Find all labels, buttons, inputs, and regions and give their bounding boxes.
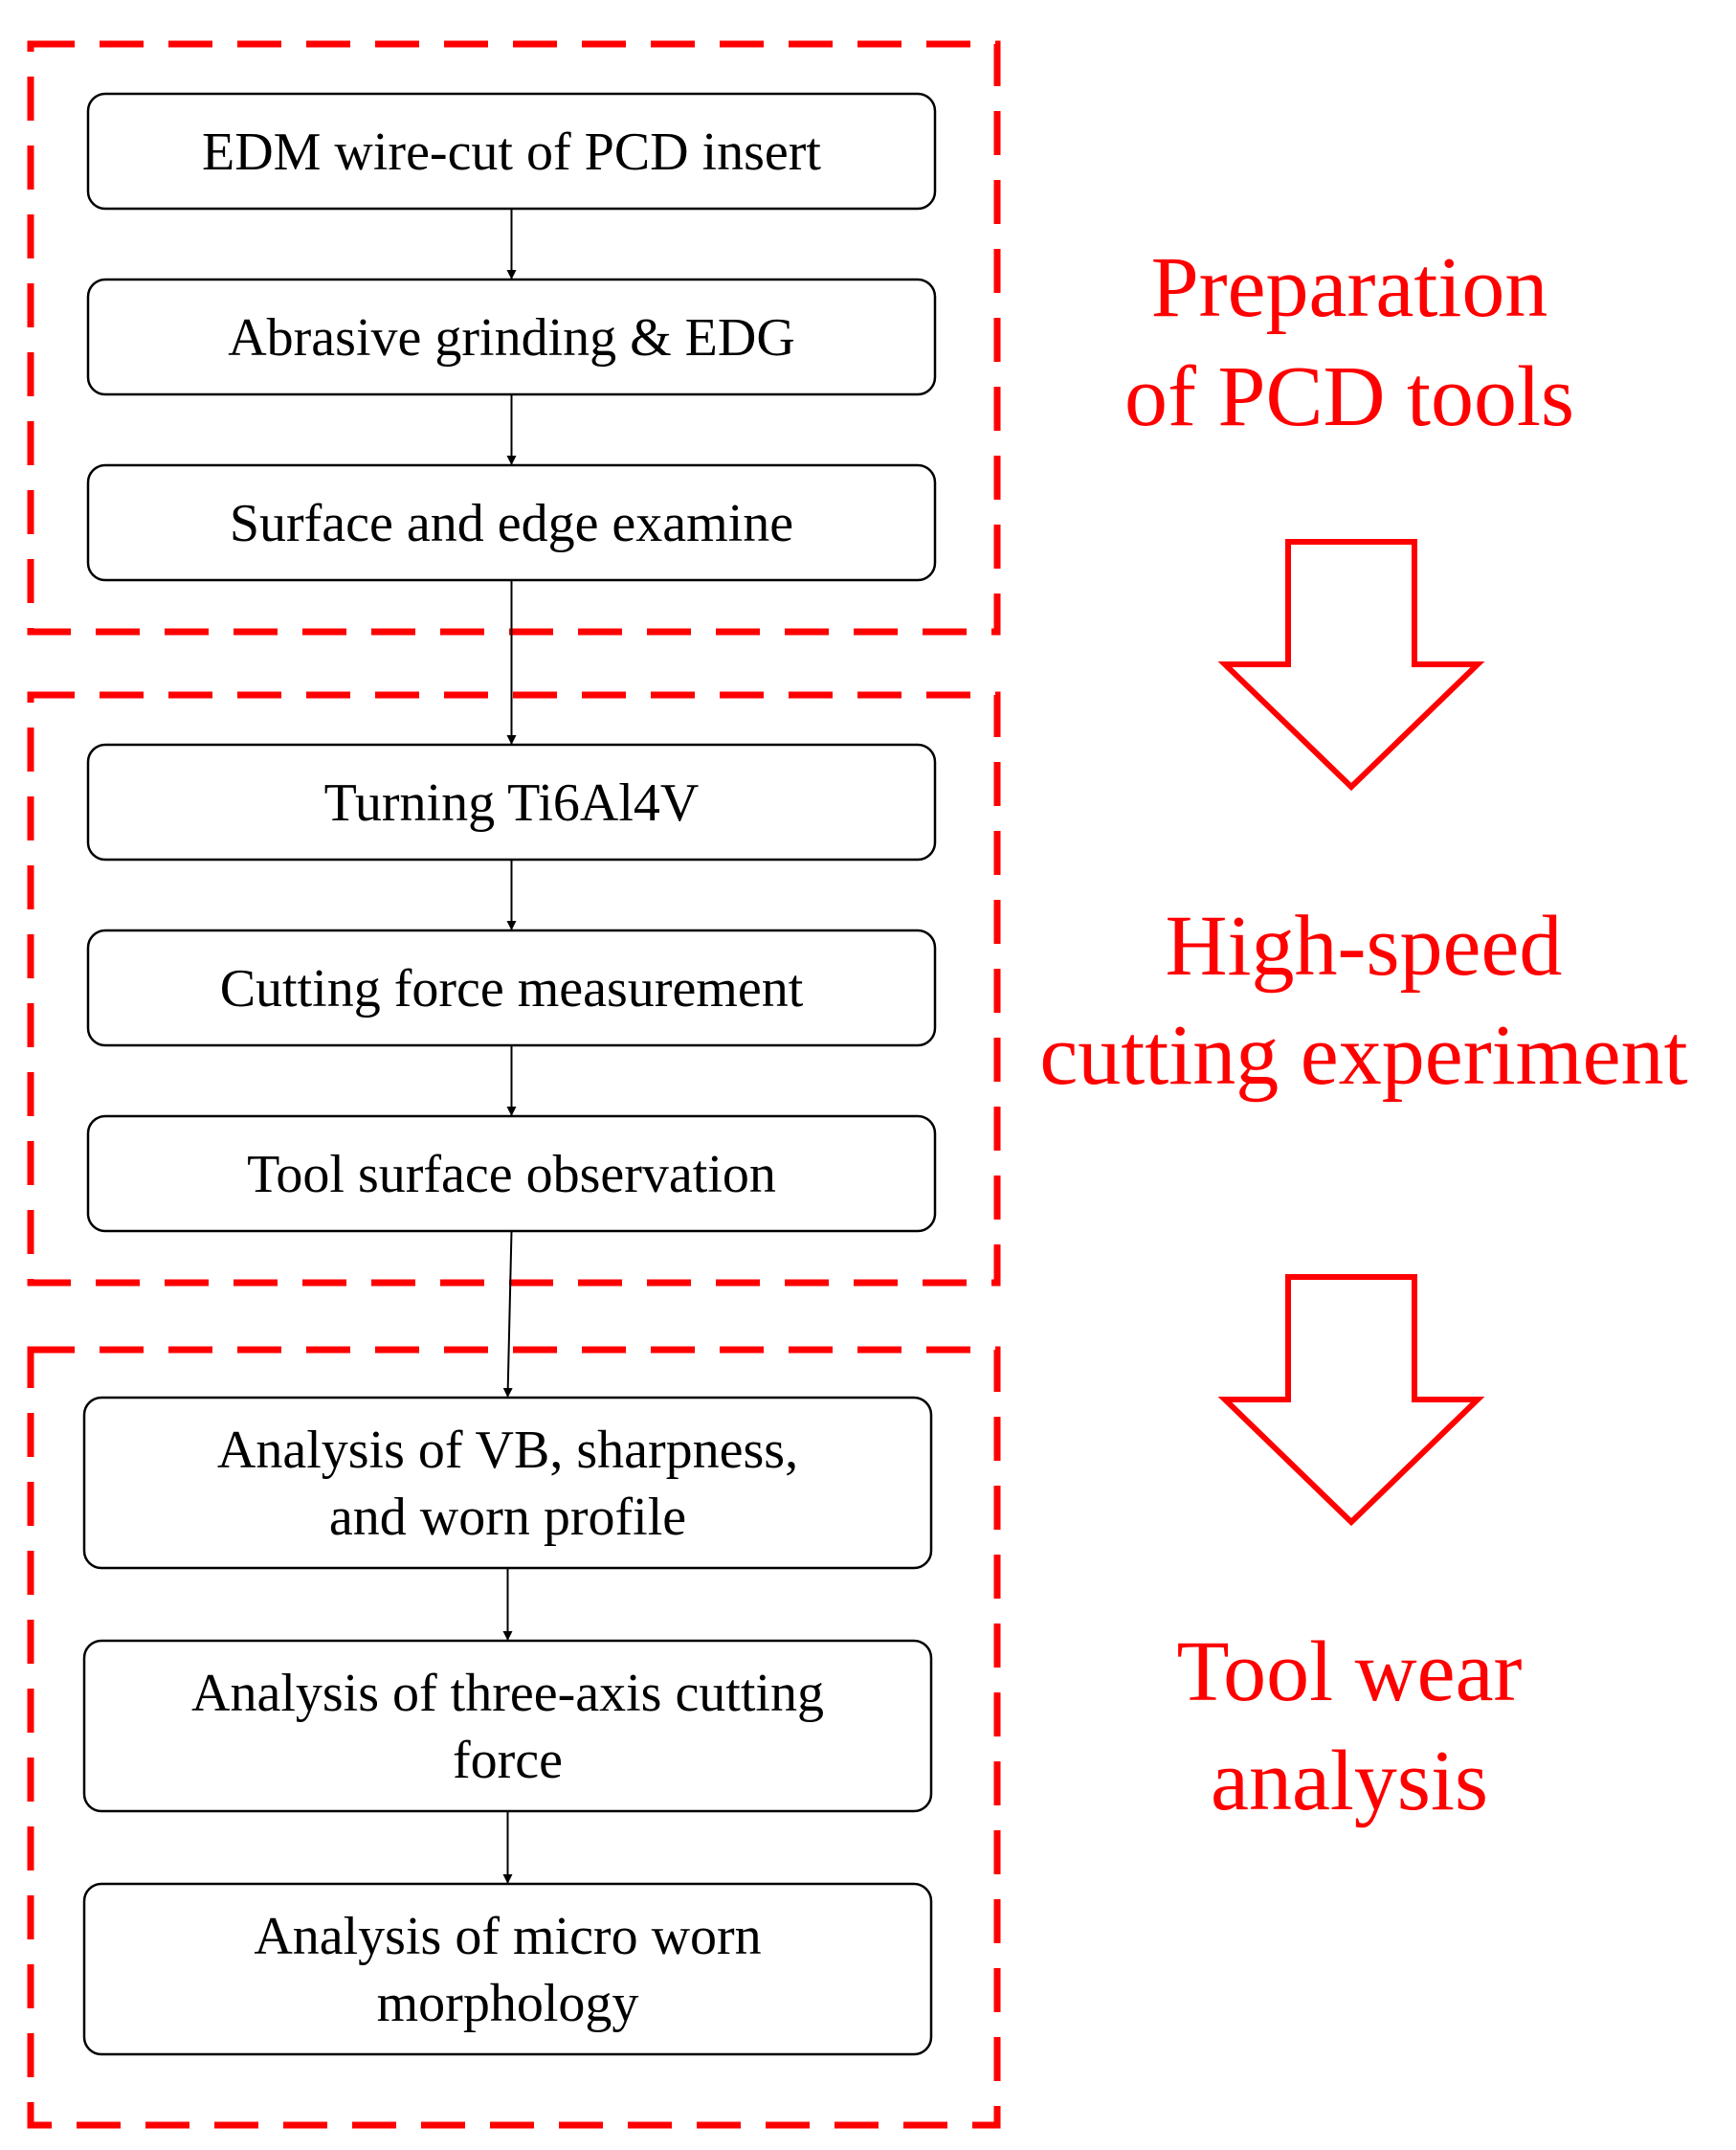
step-label: Turning Ti6Al4V <box>324 773 700 833</box>
stage-label: Preparation <box>1151 240 1548 335</box>
step-box-frame <box>86 1114 937 1233</box>
step-label: force <box>453 1731 563 1790</box>
step-box: Analysis of three-axis cutting force <box>82 1639 933 1813</box>
group-frame-preparation <box>27 40 1001 636</box>
stage-label: of PCD tools <box>1124 349 1574 444</box>
step-box: Surface and edge examine <box>86 463 937 582</box>
step-box: Abrasive grinding & EDG <box>86 278 937 396</box>
connector-arrow <box>502 1230 513 1398</box>
step-label: Analysis of micro worn <box>254 1907 761 1966</box>
step-box: Analysis of VB, sharpness, and worn profi… <box>82 1396 933 1570</box>
step-label: Surface and edge examine <box>230 494 793 553</box>
step-label: and worn profile <box>329 1488 686 1547</box>
step-box-frame <box>86 92 937 211</box>
step-label: EDM wire-cut of PCD insert <box>202 123 821 182</box>
step-box-frame <box>86 278 937 396</box>
step-box-frame <box>86 463 937 582</box>
stage-label: High-speed <box>1166 899 1563 994</box>
step-box-frame <box>86 743 937 862</box>
stage-transition-arrows <box>1217 539 1485 1527</box>
group-frame-cutting-experiment <box>27 691 1001 1287</box>
step-box: Tool surface observation <box>86 1114 937 1233</box>
step-box: Turning Ti6Al4V <box>86 743 937 862</box>
step-label: morphology <box>377 1974 639 2033</box>
down-arrow <box>1217 539 1485 792</box>
stage-label: Tool wear <box>1176 1624 1522 1719</box>
step-label: Analysis of VB, sharpness, <box>217 1421 798 1480</box>
step-label: Analysis of three-axis cutting <box>191 1664 824 1723</box>
step-box-frame <box>82 1639 933 1813</box>
group-frame-wear-analysis <box>27 1346 1001 2129</box>
step-box: Analysis of micro worn morphology <box>82 1882 933 2056</box>
connectors <box>502 209 517 1884</box>
stage-label: cutting experiment <box>1039 1008 1687 1103</box>
step-box-frame <box>82 1396 933 1570</box>
step-box: EDM wire-cut of PCD insert <box>86 92 937 211</box>
step-box: Cutting force measurement <box>86 929 937 1047</box>
step-box-frame <box>86 929 937 1047</box>
stage-label: analysis <box>1211 1734 1488 1828</box>
step-label: Cutting force measurement <box>220 959 804 1019</box>
step-label: Abrasive grinding & EDG <box>228 308 795 368</box>
step-box-frame <box>82 1882 933 2056</box>
down-arrow <box>1217 1274 1485 1527</box>
step-label: Tool surface observation <box>247 1145 776 1204</box>
